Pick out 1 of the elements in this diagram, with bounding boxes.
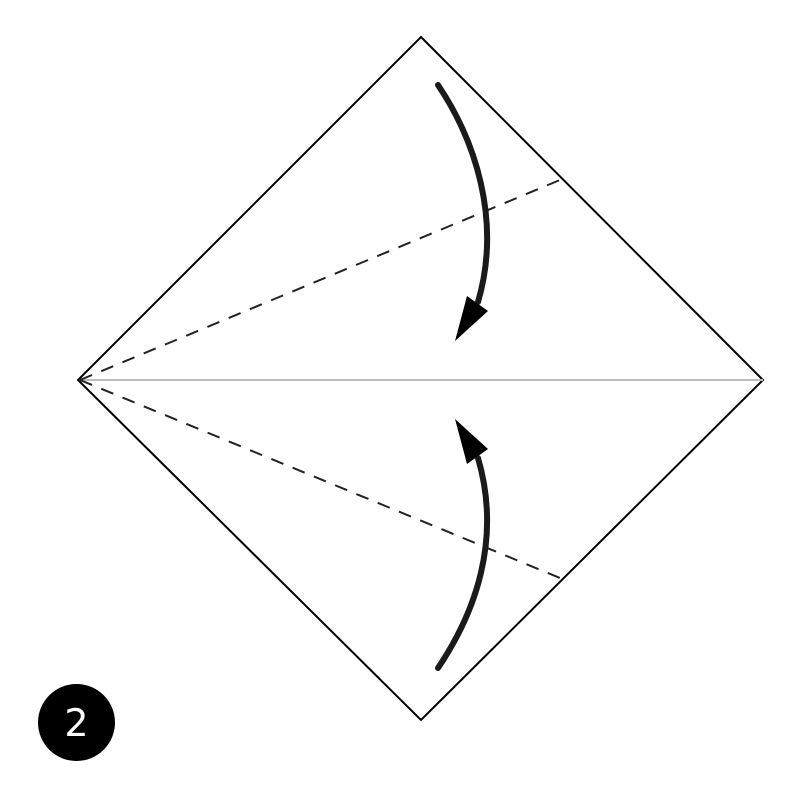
step-number: 2	[64, 704, 89, 742]
